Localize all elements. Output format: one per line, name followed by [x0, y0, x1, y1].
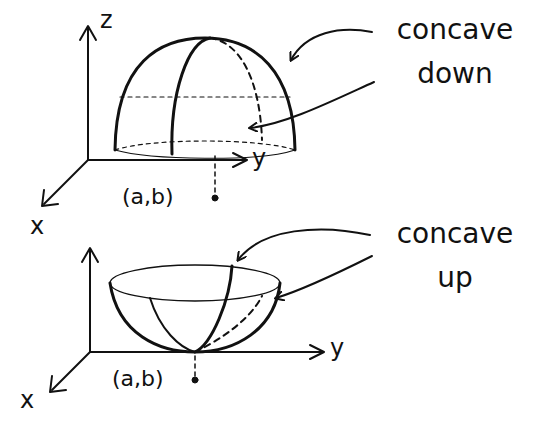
axis-label: z: [100, 6, 113, 35]
callout-label: concave up: [380, 212, 530, 300]
axis-label: y: [330, 334, 344, 363]
point-label: (a,b): [112, 366, 164, 392]
callout-label: concave down: [380, 8, 530, 96]
axis-label: y: [252, 144, 266, 173]
point-label: (a,b): [122, 184, 174, 210]
axis-label: x: [30, 212, 44, 241]
axis-label: x: [20, 386, 34, 415]
